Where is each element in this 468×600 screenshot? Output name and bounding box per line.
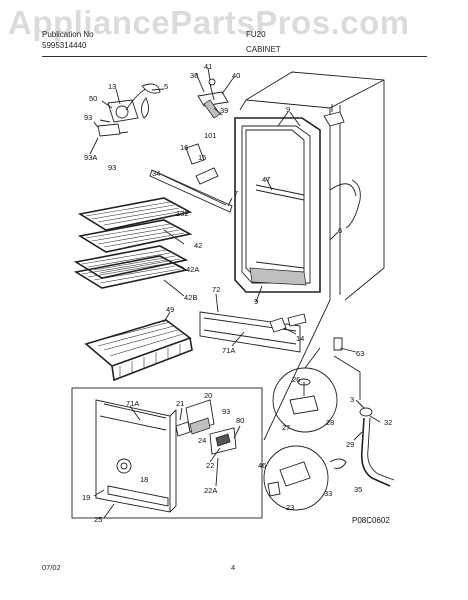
publication-label: Publication No: [42, 30, 94, 39]
callout-32: 32: [384, 418, 392, 427]
callout-23: 23: [286, 503, 294, 512]
callout-49: 49: [166, 305, 174, 314]
wire-shelf-2: [77, 219, 193, 253]
callout-50: 50: [89, 94, 97, 103]
callout-47: 47: [262, 175, 270, 184]
detail-circle-leveler: [272, 347, 338, 433]
callout-42a: 42A: [186, 265, 199, 274]
publication-number: 5995314440: [42, 41, 87, 50]
footer-page-number: 4: [231, 563, 236, 572]
liner-frame: [234, 117, 321, 293]
clip-35: [329, 458, 347, 469]
wire-basket: [84, 319, 193, 382]
callout-5: 5: [164, 82, 168, 91]
wire-shelves: [73, 197, 193, 289]
light-socket: [185, 143, 219, 185]
model-number: FU20: [246, 30, 266, 39]
callout-3: 3: [350, 395, 354, 404]
wire-shelf-1: [77, 197, 193, 231]
header-rule: [42, 56, 427, 57]
callout-14: 14: [296, 334, 304, 343]
callout-15: 15: [198, 153, 206, 162]
fan-assembly: [93, 83, 161, 137]
callout-19: 19: [82, 493, 90, 502]
watermark: AppliancePartsPros.com: [8, 4, 410, 41]
drain-tube: [333, 355, 395, 487]
callout-41: 41: [204, 62, 212, 71]
callout-26: 26: [292, 375, 300, 384]
callout-22: 22: [206, 461, 214, 470]
callout-93a: 93A: [84, 153, 97, 162]
callout-33: 33: [324, 489, 332, 498]
callout-71a: 71A: [222, 346, 235, 355]
drawing-code: P08C0602: [352, 516, 390, 525]
callout-34: 34: [152, 169, 160, 178]
callout-22a: 22A: [204, 486, 217, 495]
callout-42b: 42B: [184, 293, 197, 302]
toe-grille: [199, 311, 301, 353]
callout-38: 38: [190, 71, 198, 80]
callout-101: 101: [204, 131, 217, 140]
callout-9-top: 9: [286, 105, 290, 114]
callout-42: 42: [194, 241, 202, 250]
wire-shelf-3: [73, 245, 189, 279]
callout-7: 7: [234, 189, 238, 198]
callout-9-bottom: 9: [254, 297, 258, 306]
callout-35: 35: [354, 485, 362, 494]
section-title: CABINET: [246, 45, 281, 54]
callout-28: 28: [326, 418, 334, 427]
cabinet-shell: [239, 71, 385, 301]
callout-80: 80: [236, 416, 244, 425]
callout-24: 24: [198, 436, 206, 445]
callout-16: 16: [180, 143, 188, 152]
callout-72: 72: [212, 285, 220, 294]
callout-93: 93: [84, 113, 92, 122]
shelf-rail: [149, 169, 233, 213]
callout-21: 21: [176, 399, 184, 408]
callout-71a-detail: 71A: [126, 399, 139, 408]
door-detail-box: [71, 387, 263, 519]
detail-circle-drain: [263, 299, 331, 511]
top-hinge-assembly: [197, 78, 229, 119]
control-box: [175, 399, 237, 455]
callout-93-second: 93: [108, 163, 116, 172]
callout-6: 6: [338, 226, 342, 235]
callout-93-detail: 93: [222, 407, 230, 416]
callout-29: 29: [346, 440, 354, 449]
lower-hinge-parts: [269, 313, 343, 351]
callout-27: 27: [282, 423, 290, 432]
callout-63: 63: [356, 349, 364, 358]
wire-shelf-4: [73, 255, 189, 289]
callout-46: 46: [258, 461, 266, 470]
door-stop-bracket: [323, 104, 345, 127]
callout-40: 40: [232, 71, 240, 80]
callout-25: 25: [94, 515, 102, 524]
callout-39: 39: [220, 106, 228, 115]
callout-18: 18: [140, 475, 148, 484]
callout-20: 20: [204, 391, 212, 400]
callout-132: 132: [176, 209, 189, 218]
leader-lines: [89, 67, 381, 519]
callout-13: 13: [108, 82, 116, 91]
callout-labels: 13 50 5 93 93A 93 34 41 38 40 39 101 9 1…: [82, 62, 392, 524]
footer-date: 07/02: [42, 563, 61, 572]
